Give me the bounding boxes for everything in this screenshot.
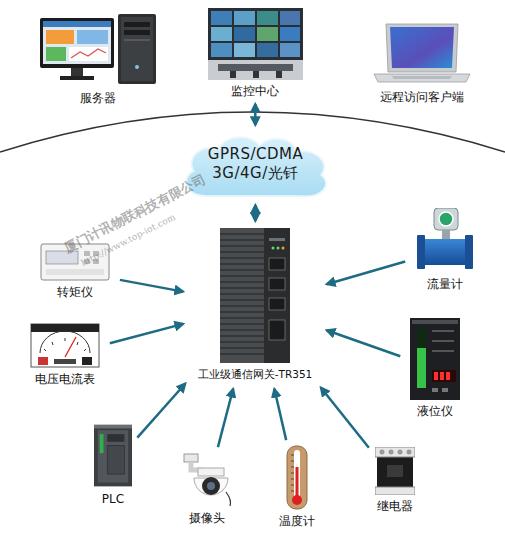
device-illustration	[94, 423, 132, 488]
device-illustration	[31, 324, 99, 367]
connector-arrow	[254, 205, 257, 221]
connector-arrow	[274, 389, 286, 440]
device-illustration	[375, 447, 415, 495]
device-illustration	[287, 446, 307, 509]
connector-arrow	[120, 280, 183, 292]
device-node: 温度计	[272, 445, 322, 529]
device-illustration	[40, 14, 156, 84]
remote-client-node: 远程访问客户端	[367, 22, 477, 105]
device-illustration	[180, 452, 235, 507]
gateway-node: 工业级通信网关-TR351	[190, 228, 320, 382]
device-illustration	[208, 8, 303, 80]
device-illustration	[410, 318, 460, 400]
node-caption: 监控中心	[205, 83, 305, 99]
node-caption: 远程访问客户端	[367, 89, 477, 105]
device-node: 液位仪	[405, 318, 465, 419]
connector-arrow	[218, 389, 233, 447]
node-caption: 液位仪	[405, 403, 465, 419]
device-illustration	[415, 208, 475, 273]
node-caption: 流量计	[410, 276, 480, 292]
node-caption: 摄像头	[178, 510, 236, 526]
watermark-text: 厦门计讯物联科技有限公司	[61, 171, 208, 258]
node-caption: 温度计	[272, 513, 322, 529]
device-illustration	[30, 323, 100, 368]
connector-arrow	[321, 387, 369, 447]
node-caption: PLC	[92, 491, 134, 507]
network-label: GPRS/CDMA 3G/4G/光钎	[204, 132, 308, 183]
device-node: 继电器	[372, 447, 418, 514]
device-illustration	[375, 447, 415, 495]
device-illustration	[38, 12, 158, 87]
connector-arrow	[110, 324, 183, 343]
device-illustration	[286, 445, 308, 510]
device-node: 电压电流表	[25, 323, 105, 387]
device-node: PLC	[92, 423, 134, 507]
connector-arrow	[254, 104, 257, 125]
device-illustration	[372, 22, 472, 86]
node-caption: 继电器	[372, 498, 418, 514]
device-illustration	[220, 228, 290, 363]
node-caption: 转矩仪	[35, 284, 115, 300]
device-illustration	[208, 8, 303, 80]
device-illustration	[417, 208, 473, 269]
connector-arrow	[327, 262, 405, 285]
device-illustration	[410, 318, 460, 400]
device-illustration	[220, 228, 290, 363]
device-illustration	[374, 24, 470, 82]
connector-arrow	[137, 383, 185, 437]
node-caption: 电压电流表	[25, 371, 105, 387]
device-illustration	[94, 425, 132, 487]
node-caption: 服务器	[35, 90, 160, 106]
server-node: 服务器	[35, 12, 160, 106]
device-illustration	[184, 454, 231, 506]
node-caption: 工业级通信网关-TR351	[190, 366, 320, 382]
connector-arrow	[327, 330, 401, 356]
device-node: 摄像头	[178, 452, 236, 526]
monitor-center-node: 监控中心	[205, 8, 305, 99]
device-node: 流量计	[410, 208, 480, 292]
